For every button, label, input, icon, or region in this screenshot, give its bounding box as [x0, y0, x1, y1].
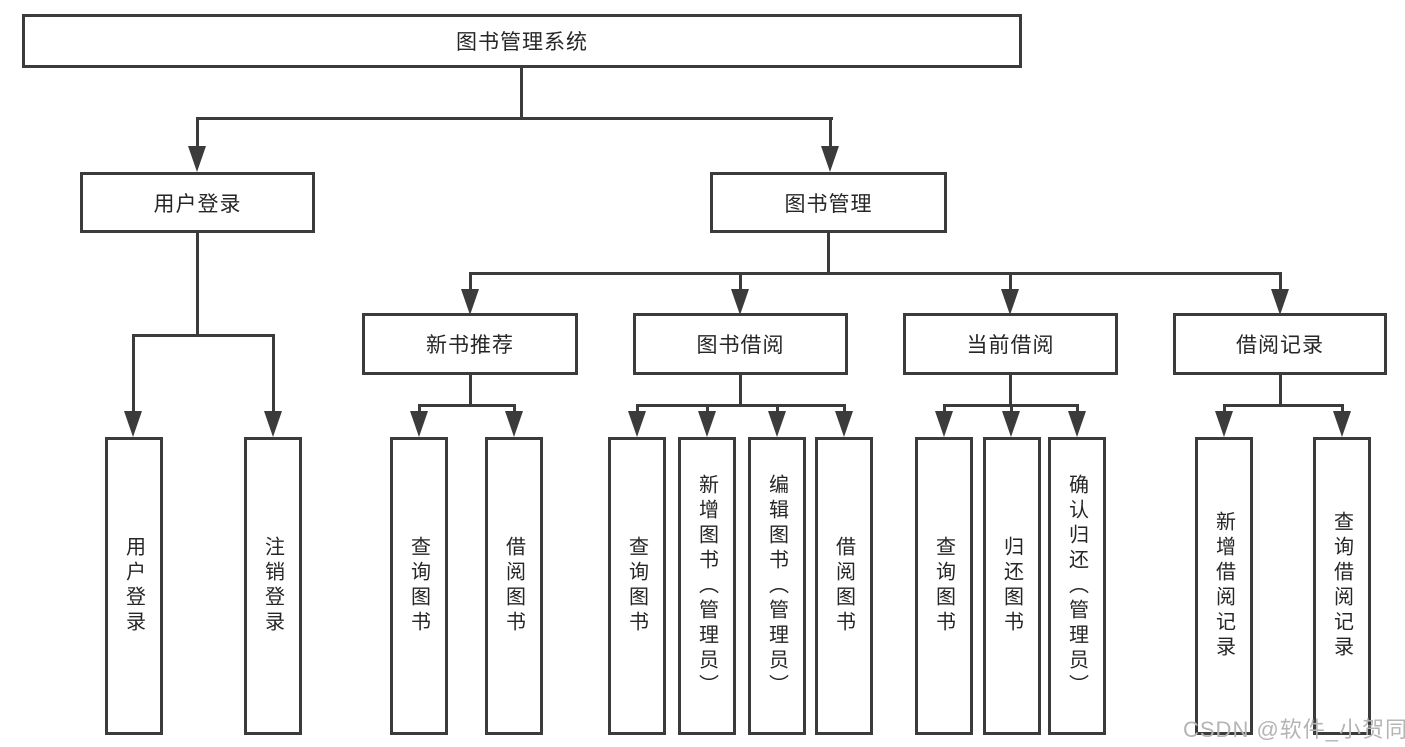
arrowhead-down-icon	[1271, 289, 1289, 315]
connector-mgmt-drop-3	[1009, 272, 1012, 294]
leaf-query-books-current: 查询图书	[915, 437, 973, 735]
node-new-book-recommend: 新书推荐	[362, 313, 578, 375]
connector-rec-drop-1	[418, 404, 421, 416]
leaf-edit-book-admin: 编辑图书（管理员）	[748, 437, 806, 735]
connector-cur-stem	[1009, 373, 1012, 407]
connector-root-stem	[520, 66, 523, 120]
connector-bor-bar	[636, 404, 846, 407]
arrowhead-down-icon	[188, 146, 206, 172]
node-current-borrow: 当前借阅	[903, 313, 1118, 375]
arrowhead-down-icon	[1215, 411, 1233, 437]
connector-his-drop-2	[1341, 404, 1344, 416]
arrowhead-down-icon	[698, 411, 716, 437]
node-borrow-records: 借阅记录	[1173, 313, 1387, 375]
node-book-borrow: 图书借阅	[633, 313, 848, 375]
connector-rec-bar	[418, 404, 516, 407]
connector-bor-stem	[739, 373, 742, 407]
connector-mgmt-stem	[827, 231, 830, 275]
connector-mgmt-drop-4	[1279, 272, 1282, 294]
connector-login-bar	[132, 334, 275, 337]
connector-mgmt-drop-2	[739, 272, 742, 294]
arrowhead-down-icon	[264, 411, 282, 437]
connector-cur-drop-2	[1010, 404, 1013, 416]
leaf-return-book: 归还图书	[983, 437, 1041, 735]
leaf-add-borrow-record: 新增借阅记录	[1195, 437, 1253, 735]
leaf-borrow-books-recommend: 借阅图书	[485, 437, 543, 735]
arrowhead-down-icon	[1002, 411, 1020, 437]
leaf-confirm-return-admin: 确认归还（管理员）	[1048, 437, 1106, 735]
connector-bor-drop-1	[636, 404, 639, 416]
connector-mgmt-bar	[469, 272, 1282, 275]
leaf-user-login: 用户登录	[105, 437, 163, 735]
arrowhead-down-icon	[935, 411, 953, 437]
connector-root-bar	[196, 117, 833, 120]
connector-mgmt-drop-1	[469, 272, 472, 294]
connector-his-bar	[1223, 404, 1344, 407]
node-user-login: 用户登录	[80, 172, 315, 233]
csdn-watermark: CSDN @软件_小贺同学	[1183, 717, 1405, 742]
node-root-system: 图书管理系统	[22, 14, 1022, 68]
arrowhead-down-icon	[731, 289, 749, 315]
arrowhead-down-icon	[124, 411, 142, 437]
leaf-query-books-recommend: 查询图书	[390, 437, 448, 735]
arrowhead-down-icon	[1333, 411, 1351, 437]
arrowhead-down-icon	[768, 411, 786, 437]
connector-root-drop-mgmt	[829, 117, 832, 150]
leaf-logout: 注销登录	[244, 437, 302, 735]
connector-login-stem	[196, 231, 199, 337]
node-book-management: 图书管理	[710, 172, 947, 233]
connector-rec-drop-2	[513, 404, 516, 416]
connector-his-drop-1	[1223, 404, 1226, 416]
leaf-query-books-borrow: 查询图书	[608, 437, 666, 735]
connector-login-drop-1	[132, 334, 135, 414]
connector-root-drop-login	[196, 117, 199, 150]
leaf-add-book-admin: 新增图书（管理员）	[678, 437, 736, 735]
arrowhead-down-icon	[410, 411, 428, 437]
connector-bor-drop-3	[776, 404, 779, 416]
arrowhead-down-icon	[835, 411, 853, 437]
leaf-query-borrow-record: 查询借阅记录	[1313, 437, 1371, 735]
connector-login-drop-2	[272, 334, 275, 414]
arrowhead-down-icon	[461, 289, 479, 315]
leaf-borrow-books: 借阅图书	[815, 437, 873, 735]
connector-his-stem	[1279, 373, 1282, 407]
connector-bor-drop-2	[706, 404, 709, 416]
arrowhead-down-icon	[821, 146, 839, 172]
arrowhead-down-icon	[505, 411, 523, 437]
connector-rec-stem	[469, 373, 472, 407]
arrowhead-down-icon	[1068, 411, 1086, 437]
arrowhead-down-icon	[628, 411, 646, 437]
arrowhead-down-icon	[1001, 289, 1019, 315]
connector-cur-drop-3	[1076, 404, 1079, 416]
connector-bor-drop-4	[843, 404, 846, 416]
connector-cur-drop-1	[943, 404, 946, 416]
